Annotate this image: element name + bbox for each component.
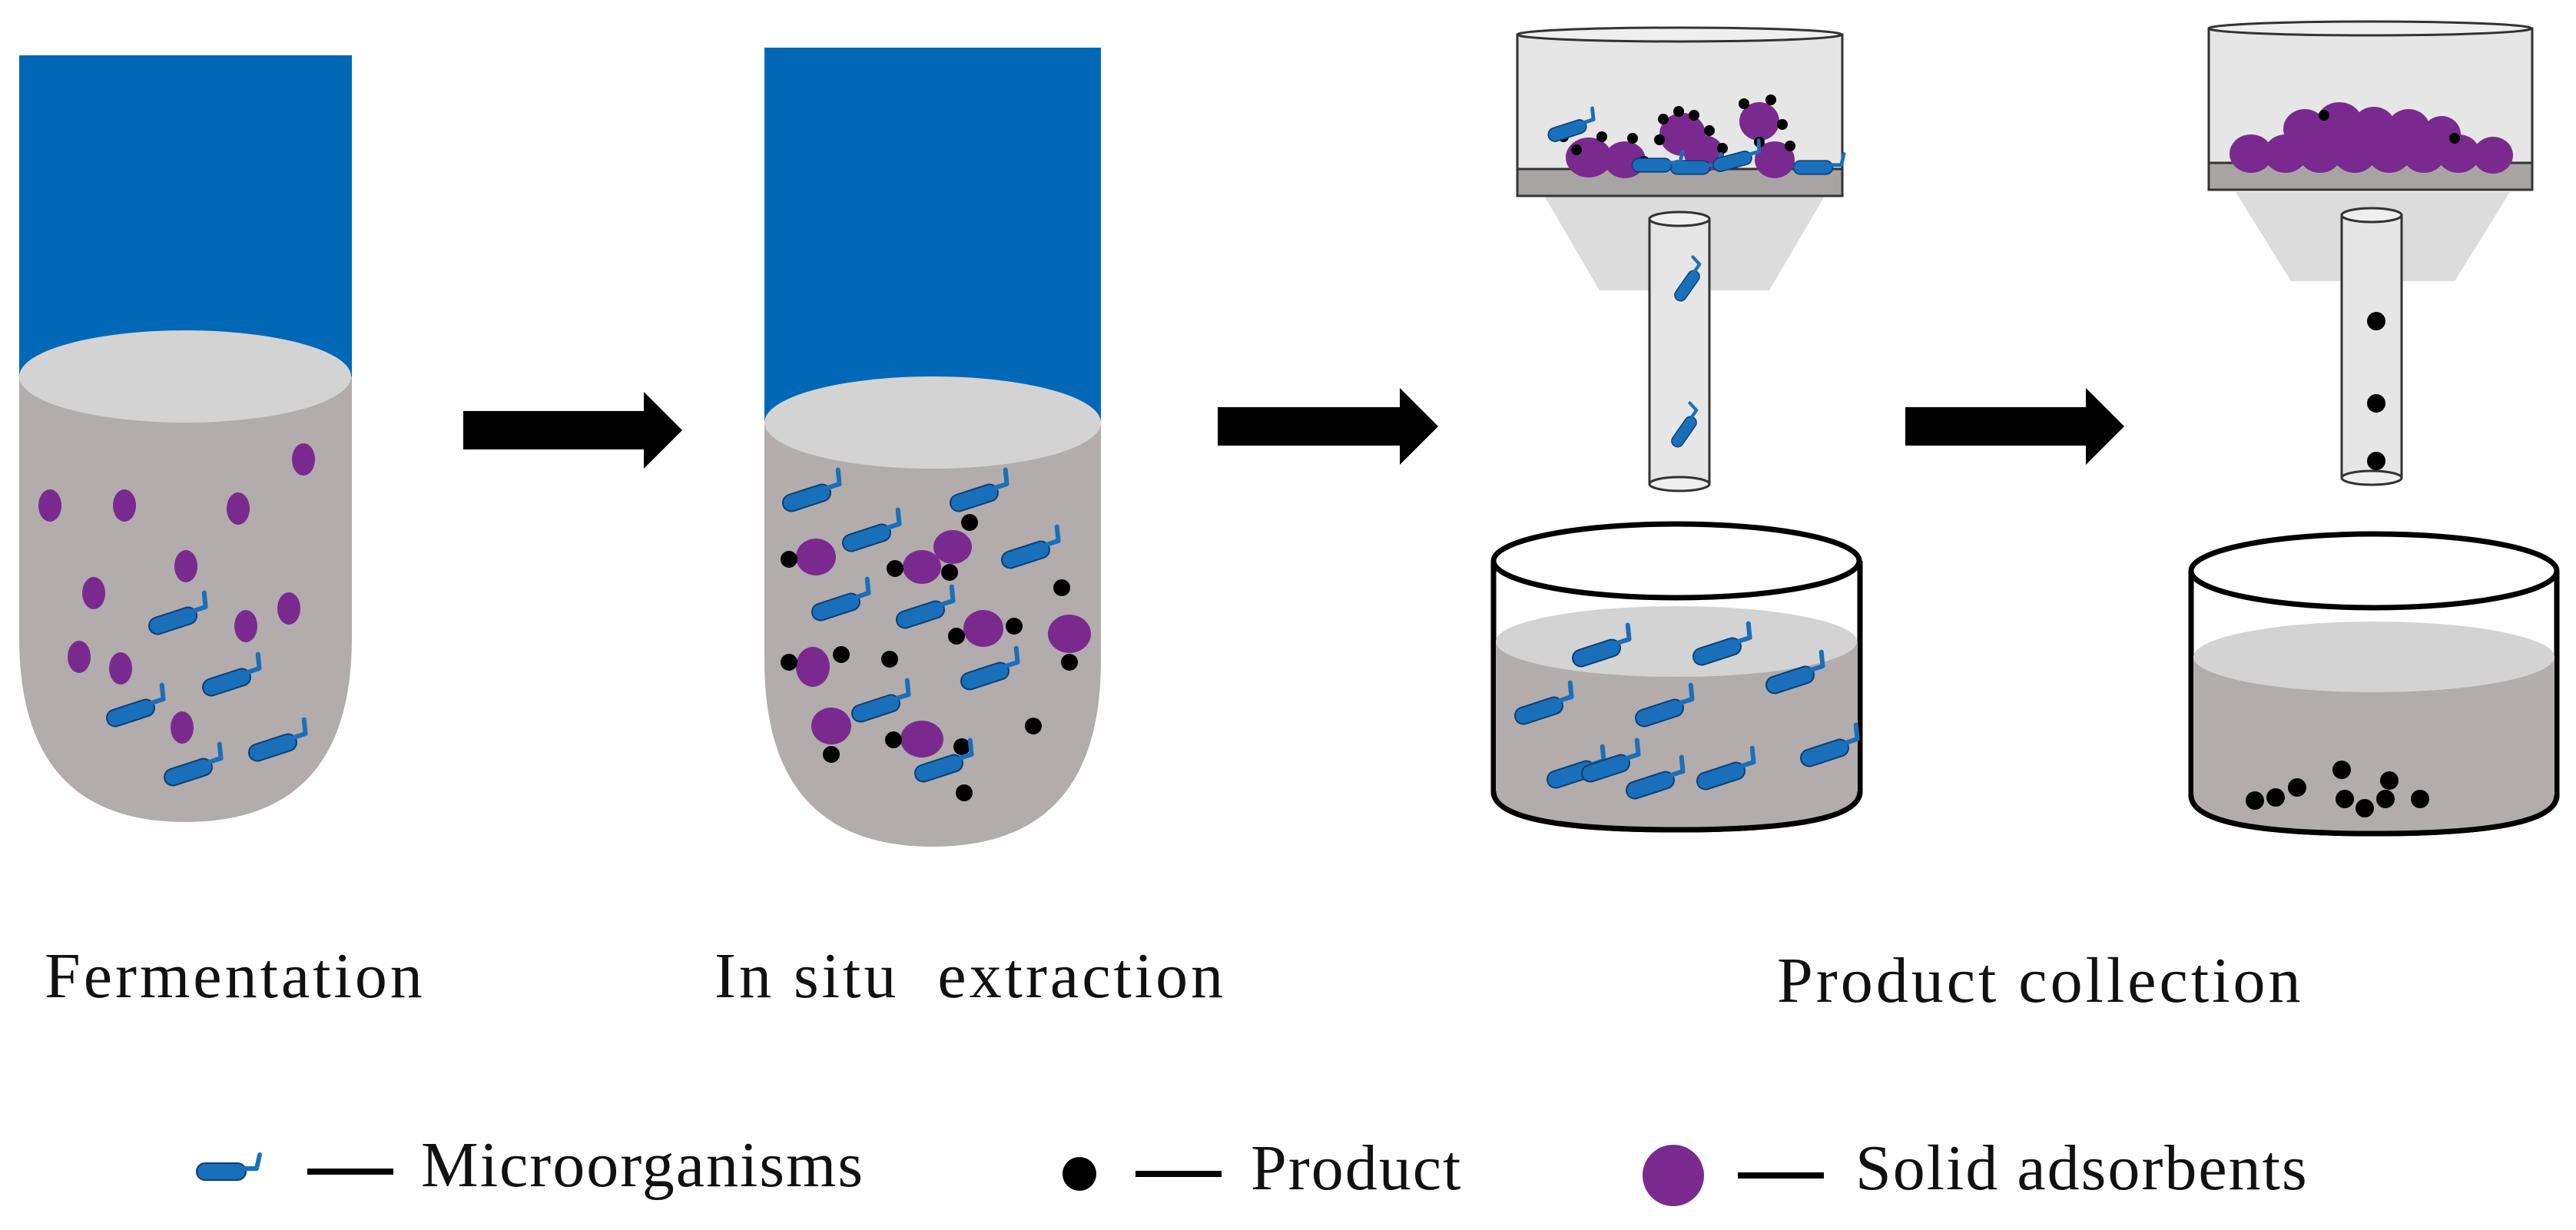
arrow-1 bbox=[463, 392, 682, 469]
collected-product bbox=[2246, 761, 2429, 817]
collection-dish-1 bbox=[1490, 521, 1864, 833]
legend-label-product: Product bbox=[1251, 1132, 1463, 1204]
fermentation-tube bbox=[19, 55, 352, 822]
medium-surface bbox=[764, 376, 1101, 469]
stage-label-product-collection: Product collection bbox=[1777, 945, 2304, 1016]
legend-label-solid-adsorbents: Solid adsorbents bbox=[1855, 1132, 2309, 1204]
filter-cup-rim bbox=[1516, 26, 1843, 43]
filter-cup-rim bbox=[2207, 20, 2533, 37]
dish-rim bbox=[2188, 531, 2560, 611]
filtration-apparatus-2 bbox=[2207, 20, 2534, 486]
medium-surface bbox=[19, 330, 351, 423]
tube-headspace bbox=[764, 48, 1101, 424]
dish-liquid-surface bbox=[2193, 622, 2554, 692]
funnel-stem-top bbox=[2340, 207, 2403, 224]
legend-microorganism-symbol bbox=[197, 1155, 260, 1180]
legend-product-symbol bbox=[1063, 1157, 1096, 1191]
stage-label-fermentation: Fermentation bbox=[45, 940, 426, 1012]
retained-product bbox=[1558, 94, 1795, 171]
dish-rim bbox=[1490, 521, 1862, 601]
tube-medium bbox=[19, 376, 352, 822]
funnel-stem bbox=[2340, 214, 2403, 479]
extraction-tube bbox=[764, 48, 1101, 847]
legend-adsorbent-symbol bbox=[1643, 1145, 1704, 1206]
dish-liquid bbox=[2193, 657, 2554, 831]
funnel-stem-outlet bbox=[1648, 476, 1711, 492]
spent-adsorbents bbox=[2230, 102, 2513, 174]
filtration-apparatus-1 bbox=[1516, 26, 1844, 492]
arrow-2 bbox=[1218, 388, 1438, 465]
eluted-product bbox=[2367, 312, 2385, 470]
tube-headspace bbox=[19, 55, 352, 378]
funnel-stem-top bbox=[1648, 211, 1711, 227]
legend bbox=[197, 1145, 1824, 1206]
product-molecules bbox=[781, 514, 1078, 801]
adsorbent-particles bbox=[796, 530, 1091, 758]
stage-label-in-situ-extraction: In situ extraction bbox=[714, 940, 1227, 1012]
arrow-3 bbox=[1905, 388, 2124, 465]
tube-medium bbox=[764, 423, 1101, 847]
legend-label-microorganisms: Microorganisms bbox=[421, 1129, 865, 1201]
adsorbent-particles bbox=[38, 443, 315, 744]
collection-dish-2 bbox=[2188, 531, 2560, 837]
funnel-stem-outlet bbox=[2340, 469, 2403, 486]
